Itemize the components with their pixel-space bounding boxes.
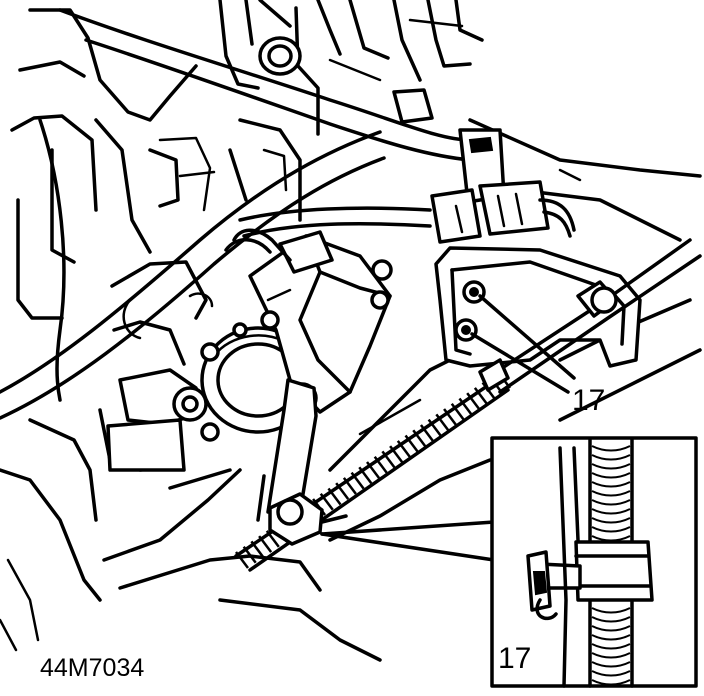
- selector-lever: [256, 378, 348, 546]
- harness-connector: [430, 128, 576, 244]
- callout-label-inset: 17: [498, 642, 531, 675]
- detail-inset: [490, 436, 698, 688]
- callout-label-main: 17: [572, 384, 605, 417]
- figure-id-label: 44M7034: [40, 654, 144, 682]
- inset-thread: [591, 445, 631, 686]
- callout-leaders: [320, 294, 576, 562]
- coolant-hoses: [0, 8, 472, 420]
- pipe-fitting: [106, 368, 220, 472]
